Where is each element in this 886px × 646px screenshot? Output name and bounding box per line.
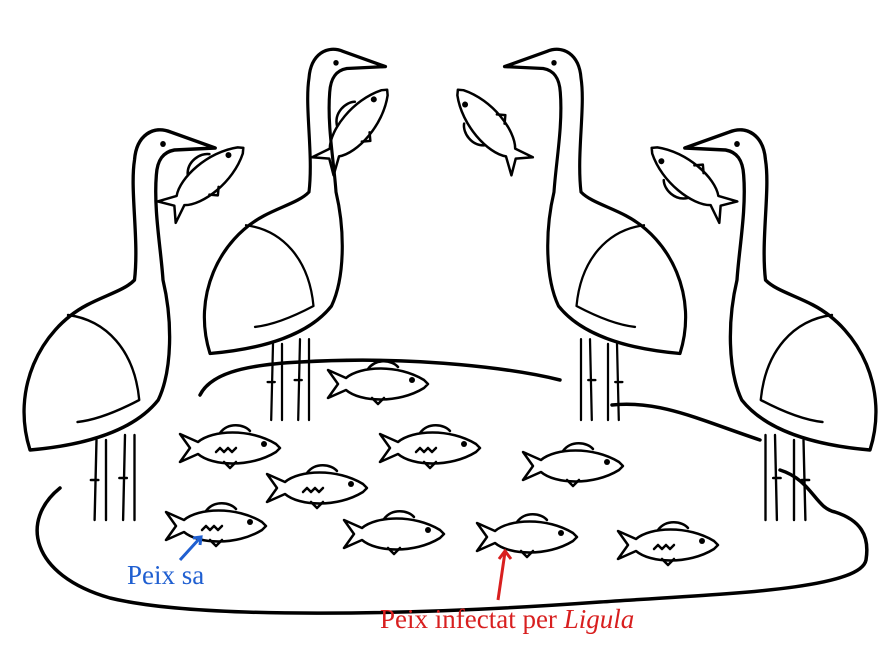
heron-2 <box>202 47 388 422</box>
prey-fish-2 <box>304 73 404 181</box>
prey-fish-3 <box>439 75 539 183</box>
fish-7-healthy <box>342 510 446 556</box>
pond-outline <box>35 358 869 615</box>
fish-5-healthy <box>521 442 625 488</box>
infected-label-genus: Ligula <box>563 604 635 634</box>
infected-label-text: Peix infectat per <box>380 604 564 634</box>
fish-4-infected <box>265 464 369 510</box>
fish-3-infected <box>378 424 482 470</box>
healthy-fish-label: Peix sa <box>127 560 205 590</box>
fish-8-healthy <box>475 513 579 559</box>
healthy-arrow <box>178 536 202 562</box>
heron-1 <box>22 128 218 522</box>
heron-3 <box>502 47 688 422</box>
fish-9-infected <box>616 521 720 567</box>
infected-fish-label: Peix infectat per Ligula <box>380 606 634 633</box>
heron-4 <box>683 128 878 522</box>
fish-6-infected <box>164 502 268 548</box>
fish-1-healthy <box>326 360 430 406</box>
infected-arrow <box>496 551 507 601</box>
fish-2-infected <box>178 424 282 470</box>
